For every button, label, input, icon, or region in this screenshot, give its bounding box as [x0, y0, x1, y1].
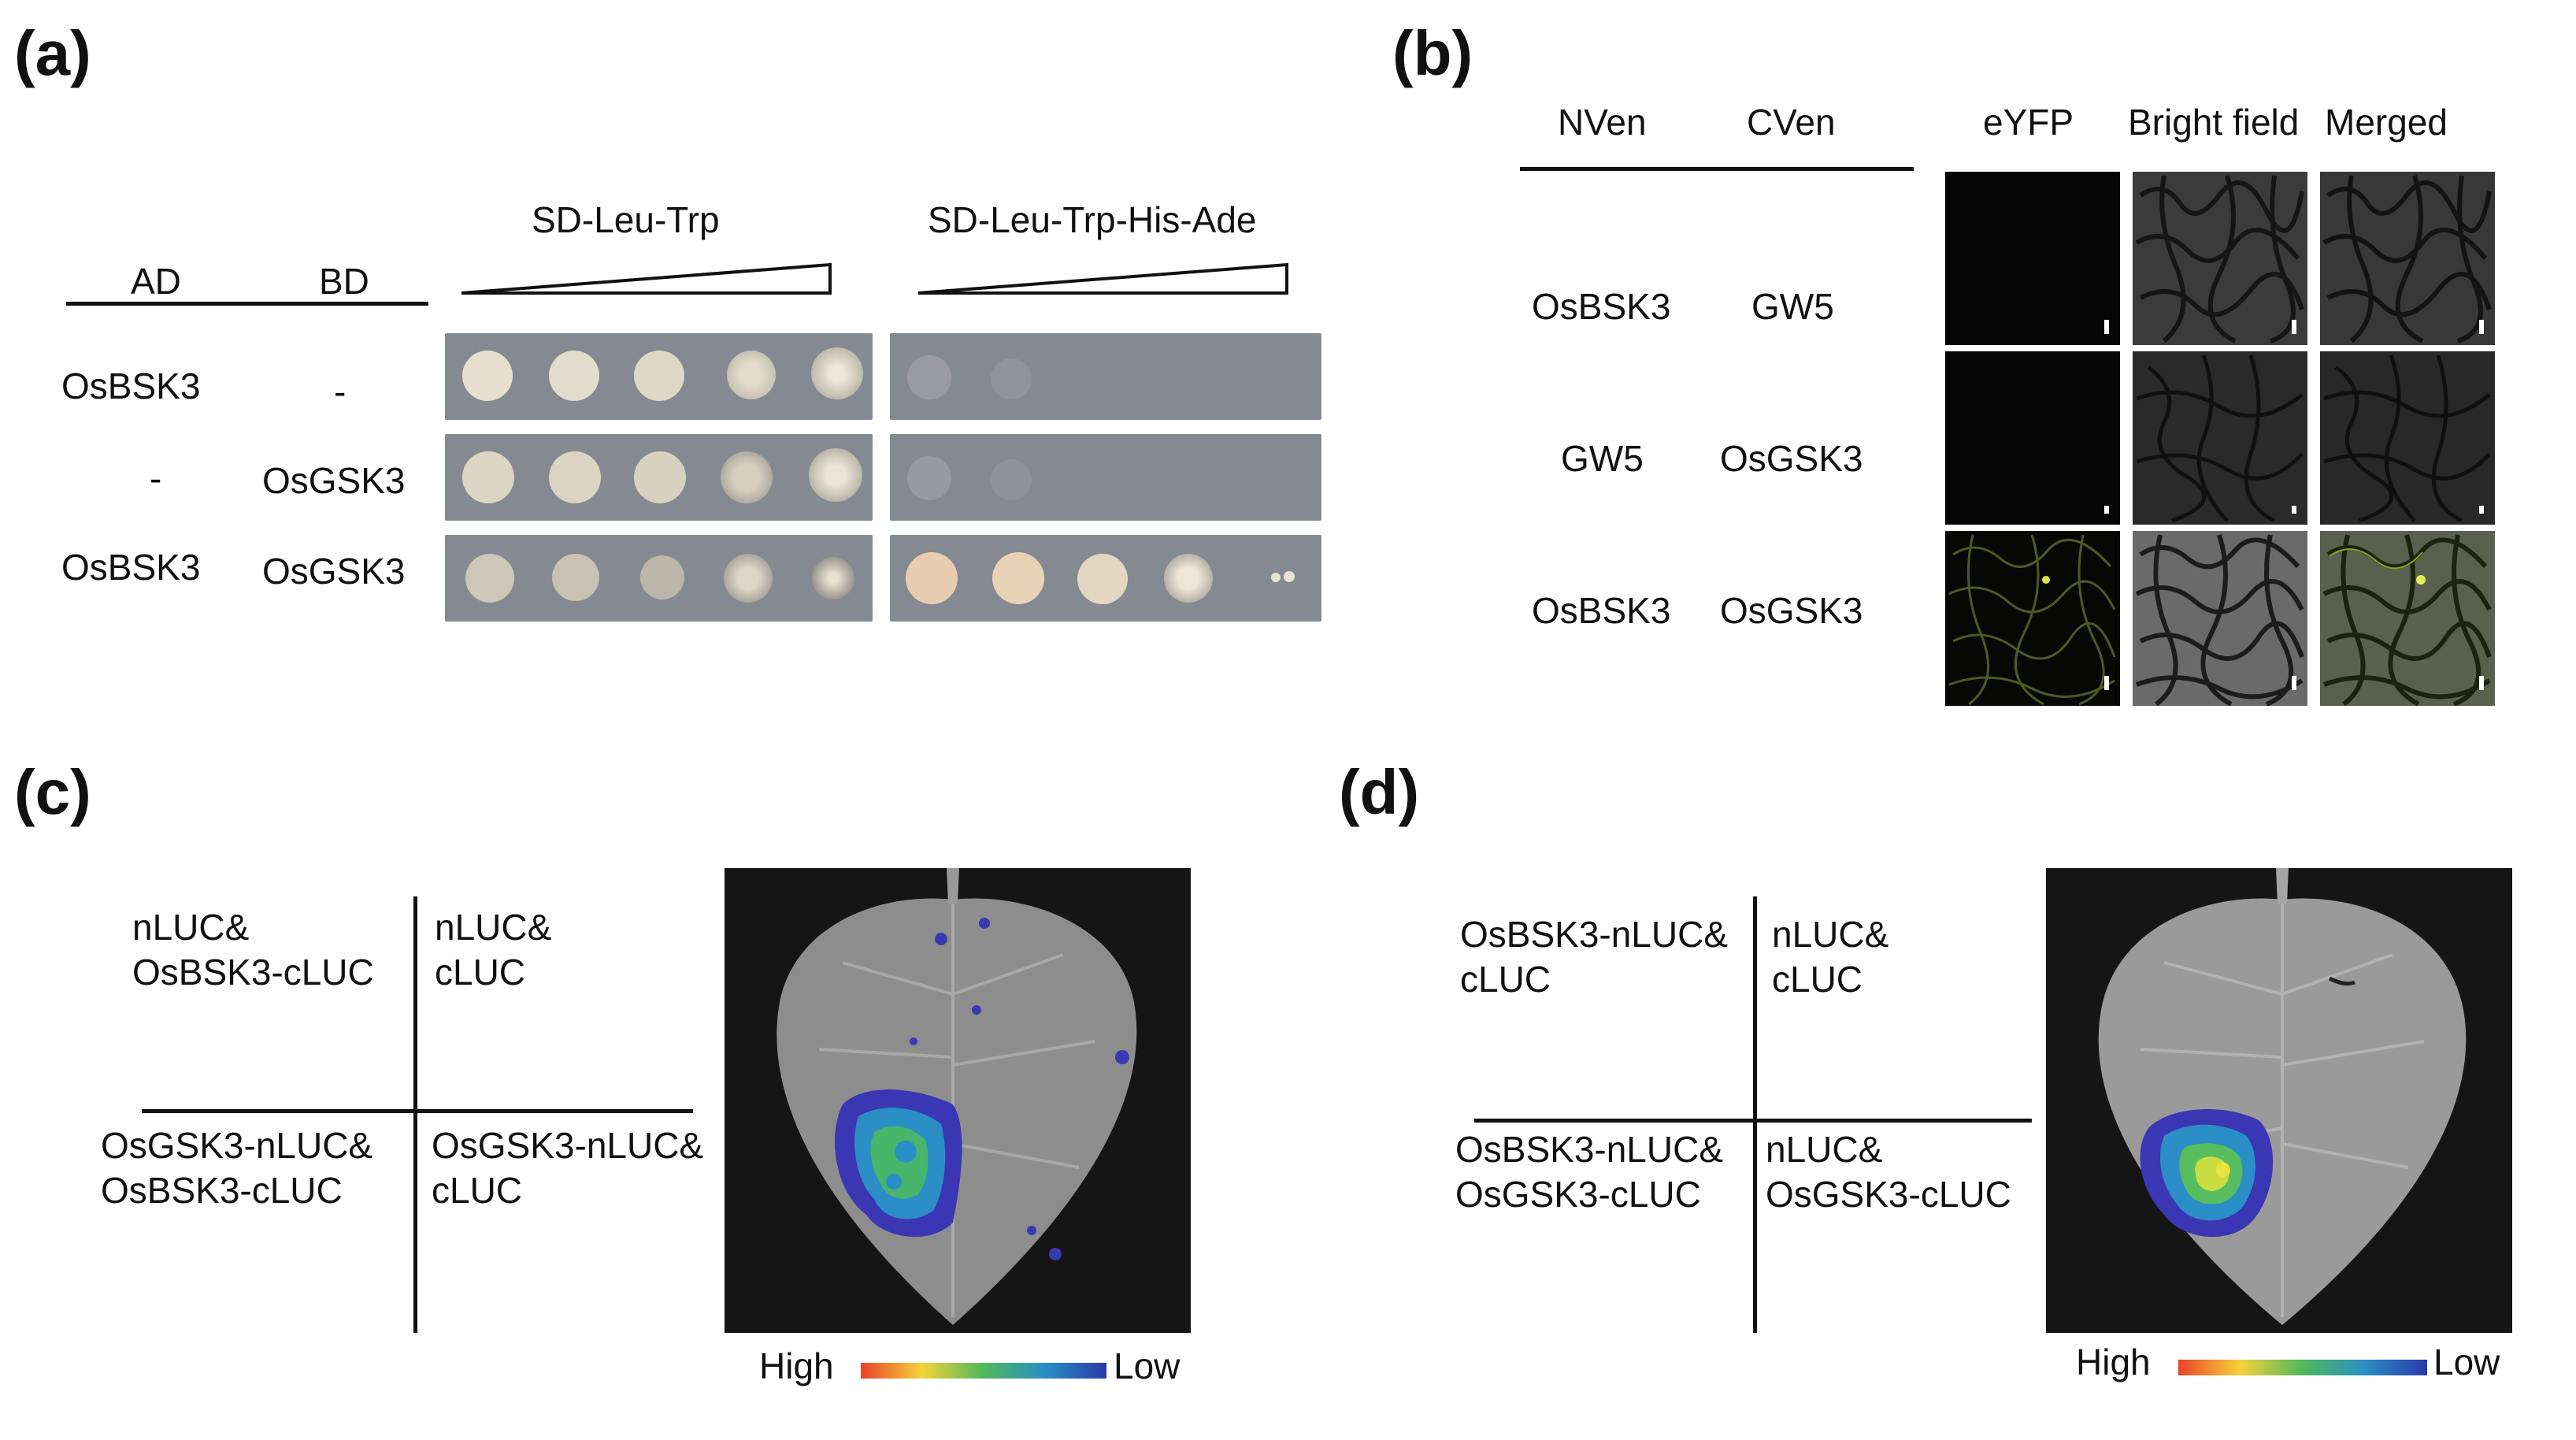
ad-bd-underline: [66, 302, 428, 306]
c-leaf-image: [725, 868, 1191, 1333]
b-row3-cven: OsGSK3: [1720, 590, 1863, 631]
plate-row3-sd-ltha: [890, 535, 1321, 622]
d-scale-low: Low: [2433, 1342, 2500, 1382]
c-quadrant-hline: [142, 1109, 693, 1113]
micro-r3-eyfp: [1945, 531, 2120, 706]
c-br-line1: OsGSK3-nLUC&: [432, 1125, 704, 1166]
c-bl-line1: OsGSK3-nLUC&: [101, 1125, 373, 1166]
d-scale-high: High: [2076, 1342, 2151, 1382]
d-scale-gradient: [2178, 1360, 2427, 1375]
d-quadrant-vline: [1753, 896, 1757, 1333]
header-nven: NVen: [1558, 102, 1647, 143]
c-bl-line2: OsBSK3-cLUC: [101, 1170, 343, 1211]
micro-r2-bright: [2133, 351, 2307, 525]
plate-row2-sd-lt: [445, 434, 873, 521]
row1-bd: -: [334, 371, 347, 412]
header-merged: Merged: [2325, 102, 2448, 143]
micro-r2-eyfp: [1945, 351, 2120, 525]
header-bd: BD: [319, 261, 369, 302]
c-br-line2: cLUC: [432, 1170, 523, 1211]
micro-r1-merged: [2320, 172, 2495, 345]
micro-r1-bright: [2133, 172, 2307, 345]
header-eyfp: eYFP: [1983, 102, 2074, 143]
c-scale-low: Low: [1114, 1345, 1181, 1386]
medium-label-2: SD-Leu-Trp-His-Ade: [928, 199, 1257, 240]
micro-r3-merged: [2320, 531, 2495, 706]
dilution-wedge-2: [917, 262, 1288, 295]
d-quadrant-hline: [1474, 1119, 2032, 1123]
panel-c-label: (c): [14, 757, 91, 827]
medium-label-1: SD-Leu-Trp: [532, 199, 720, 240]
plate-row1-sd-ltha: [890, 333, 1321, 420]
row3-ad: OsBSK3: [61, 547, 201, 588]
micro-r3-bright: [2133, 531, 2307, 706]
header-ad: AD: [131, 261, 181, 302]
b-row1-nven: OsBSK3: [1532, 286, 1671, 327]
c-scale-high: High: [759, 1345, 834, 1386]
c-tl-line2: OsBSK3-cLUC: [132, 952, 374, 993]
row3-bd: OsGSK3: [262, 551, 406, 592]
row1-ad: OsBSK3: [61, 366, 201, 406]
c-tr-line1: nLUC&: [435, 907, 552, 948]
d-leaf-image: [2046, 868, 2512, 1333]
c-quadrant-vline: [413, 896, 417, 1333]
b-row2-nven: GW5: [1561, 438, 1644, 479]
c-tl-line1: nLUC&: [132, 907, 250, 948]
nven-cven-underline: [1520, 167, 1914, 171]
micro-r1-eyfp: [1945, 172, 2120, 345]
d-tl-line1: OsBSK3-nLUC&: [1460, 914, 1729, 955]
header-bright-field: Bright field: [2128, 102, 2300, 143]
b-row1-cven: GW5: [1751, 286, 1834, 327]
c-tr-line2: cLUC: [435, 952, 526, 993]
plate-row3-sd-lt: [445, 535, 873, 622]
panel-d-label: (d): [1339, 757, 1420, 827]
panel-a-label: (a): [14, 18, 91, 88]
row2-ad: -: [150, 458, 162, 499]
panel-b-label: (b): [1392, 18, 1473, 88]
micro-r2-merged: [2320, 351, 2495, 525]
d-br-line1: nLUC&: [1766, 1129, 1883, 1170]
d-tl-line2: cLUC: [1460, 959, 1551, 1000]
header-cven: CVen: [1747, 102, 1836, 143]
plate-row1-sd-lt: [445, 333, 873, 420]
c-scale-gradient: [861, 1363, 1106, 1379]
dilution-wedge-1: [461, 262, 832, 295]
plate-row2-sd-ltha: [890, 434, 1321, 521]
d-bl-line1: OsBSK3-nLUC&: [1455, 1129, 1724, 1170]
d-tr-line1: nLUC&: [1772, 914, 1889, 955]
d-tr-line2: cLUC: [1772, 959, 1863, 1000]
row2-bd: OsGSK3: [262, 460, 406, 501]
b-row2-cven: OsGSK3: [1720, 438, 1863, 479]
d-br-line2: OsGSK3-cLUC: [1766, 1174, 2011, 1215]
b-row3-nven: OsBSK3: [1532, 590, 1671, 631]
d-bl-line2: OsGSK3-cLUC: [1455, 1174, 1701, 1215]
